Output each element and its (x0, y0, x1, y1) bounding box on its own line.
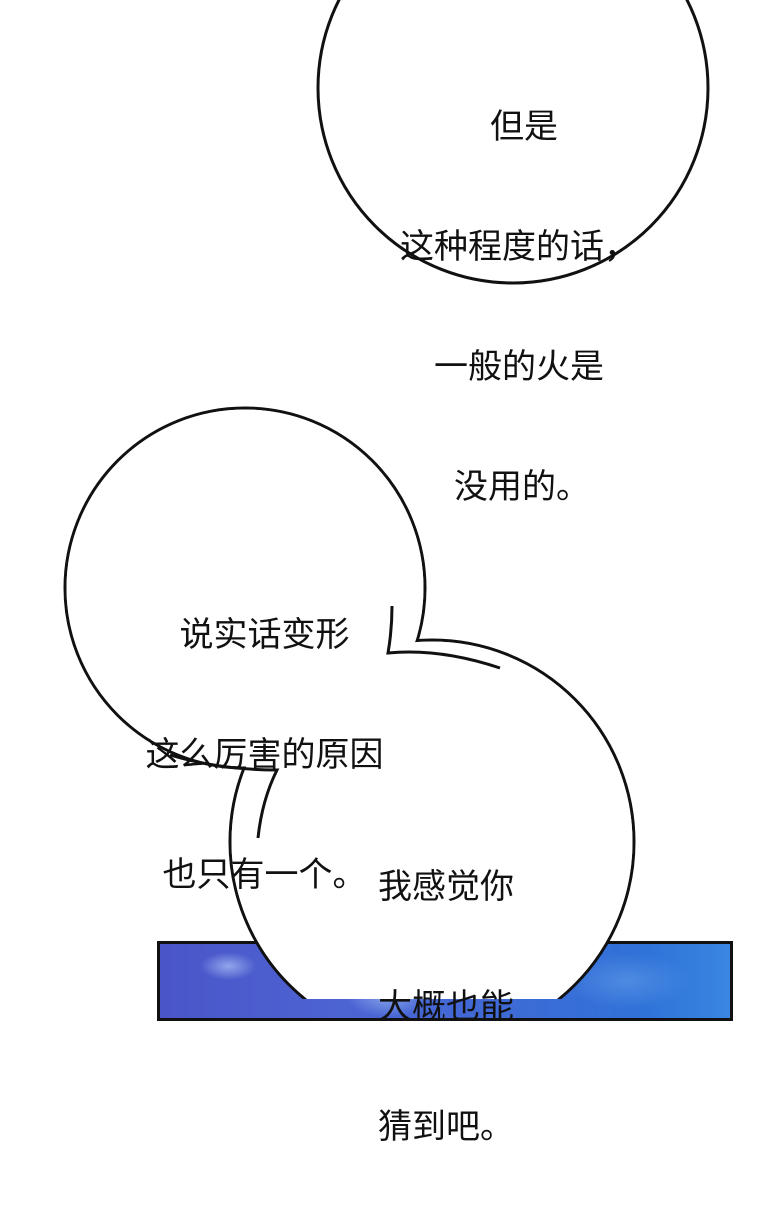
bubble-2-line-2: 这么厉害的原因 (145, 735, 384, 775)
bubble-3-line-2: 大概也能 (378, 987, 514, 1027)
bubble-2-line-3: 也只有一个。 (162, 855, 367, 895)
comic-page: 但是 这种程度的话， 一般的火是 没用的。 说实话变形 这么厉害的原因 也只有一… (63, 0, 733, 1147)
bubble-1-line-4: 没用的。 (454, 467, 590, 507)
bubble-3-line-1: 我感觉你 (378, 867, 514, 907)
bubble-1-line-1: 但是 (490, 107, 558, 147)
bubble-1-text: 但是 这种程度的话， 一般的火是 没用的。 (400, 27, 638, 587)
bubble-2-line-1: 说实话变形 (179, 615, 350, 655)
bubble-1-line-3: 一般的火是 (434, 347, 604, 387)
bubble-1-line-2: 这种程度的话， (400, 227, 638, 267)
bubble-3-line-3: 猜到吧。 (378, 1107, 514, 1147)
bubble-3-text: 我感觉你 大概也能 猜到吧。 (378, 787, 514, 1227)
bubble-2-text: 说实话变形 这么厉害的原因 也只有一个。 (137, 535, 392, 975)
